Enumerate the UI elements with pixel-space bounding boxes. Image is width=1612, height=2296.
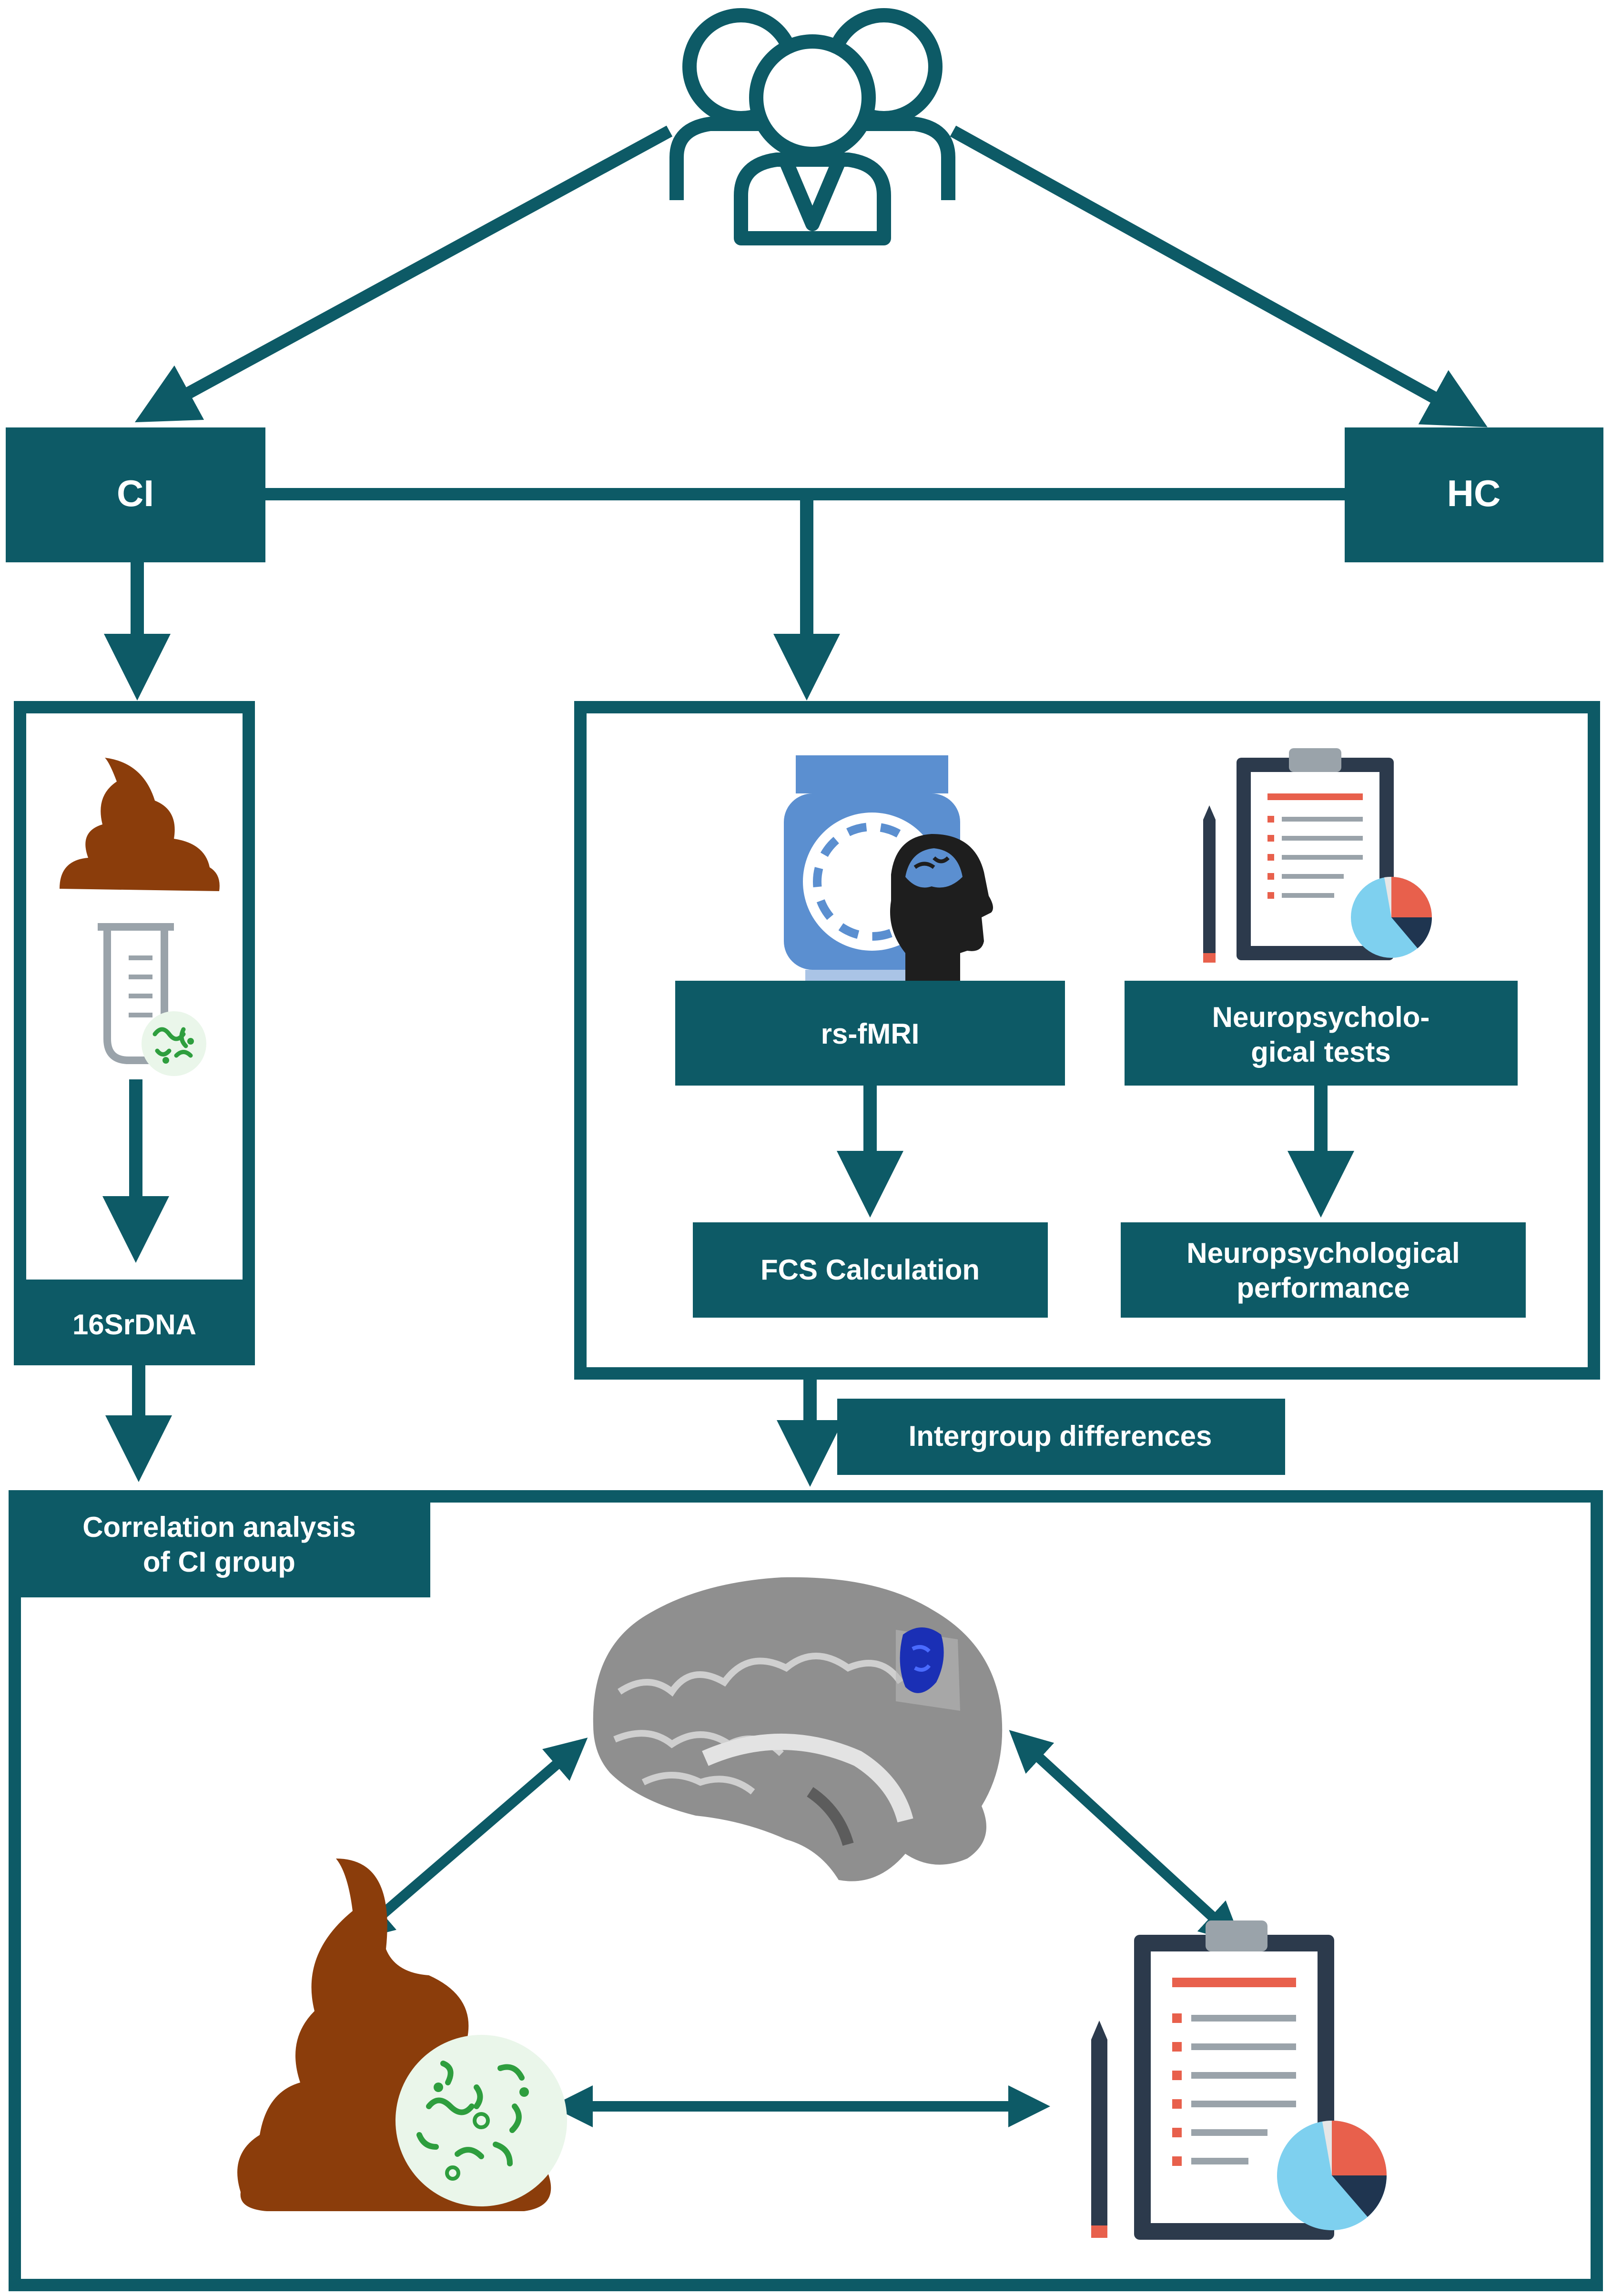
bottom-panel xyxy=(9,1490,1603,2291)
arrow-to-ci xyxy=(134,125,673,423)
stool-sample-icon xyxy=(60,758,220,891)
ci-group-box xyxy=(6,427,265,562)
brain-activation-region xyxy=(900,1627,944,1693)
fcs-label: FCS Calculation xyxy=(760,1254,980,1286)
pencil-icon xyxy=(1091,2021,1107,2238)
arrow-brain-clipboard xyxy=(1009,1730,1243,1944)
correlation-title-line2: of CI group xyxy=(143,1546,295,1578)
brain-icon xyxy=(593,1577,1003,1881)
clipboard-test-icon xyxy=(1237,748,1432,960)
intergroup-label: Intergroup differences xyxy=(909,1420,1212,1452)
arrow-to-hc xyxy=(950,125,1488,427)
neuro-tests-label-line1: Neuropsycholo- xyxy=(1212,1001,1430,1033)
intergroup-box xyxy=(837,1399,1285,1475)
stool-sample-icon xyxy=(237,1859,567,2211)
rsfmri-box xyxy=(675,981,1065,1086)
test-tube-icon xyxy=(98,923,206,1076)
clipboard-test-icon xyxy=(1134,1920,1387,2240)
16s-footer-box xyxy=(14,1280,255,1365)
16s-label: 16SrDNA xyxy=(72,1309,196,1341)
hc-group-box xyxy=(1345,427,1603,562)
neuro-performance-label-line1: Neuropsychological xyxy=(1186,1237,1460,1269)
ci-label: CI xyxy=(117,472,154,514)
people-group-icon xyxy=(669,8,955,245)
correlation-title-box xyxy=(9,1490,430,1597)
right-panel xyxy=(574,701,1600,1380)
rsfmri-label: rs-fMRI xyxy=(821,1018,920,1050)
neuro-performance-label-line2: performance xyxy=(1237,1272,1409,1304)
arrow-brain-stool xyxy=(351,1737,588,1941)
mri-scanner-icon xyxy=(784,755,993,982)
fcs-box xyxy=(693,1222,1048,1318)
hc-label: HC xyxy=(1447,472,1501,514)
neuro-tests-label-line2: gical tests xyxy=(1251,1036,1390,1068)
correlation-title-line1: Correlation analysis xyxy=(82,1511,356,1543)
neuro-performance-box xyxy=(1121,1222,1526,1318)
neuro-tests-box xyxy=(1125,981,1518,1086)
pencil-icon xyxy=(1203,805,1216,963)
